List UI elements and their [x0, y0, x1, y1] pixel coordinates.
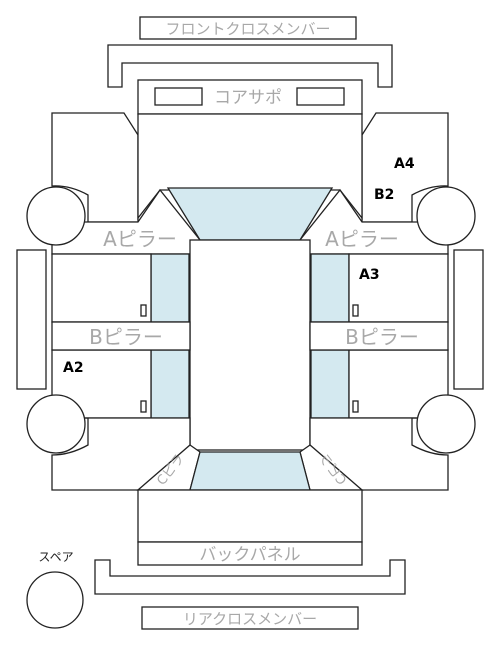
side-sill-right[interactable] — [453, 249, 484, 390]
core-support-label: コアサポ — [214, 88, 282, 108]
front-window-left[interactable] — [150, 253, 190, 323]
core-support-left-slot — [154, 87, 203, 106]
front-door-right[interactable] — [348, 253, 449, 323]
damage-code-a3: A3 — [359, 267, 380, 283]
front-bumper-bracket[interactable] — [107, 44, 393, 88]
b-pillar-right-label: Bピラー — [345, 325, 419, 349]
core-support[interactable]: コアサポ — [137, 79, 363, 115]
rear-window[interactable] — [189, 451, 311, 491]
a-pillar-right-label: Aピラー — [325, 227, 399, 251]
rear-window-left[interactable] — [150, 349, 190, 419]
damage-code-a4: A4 — [394, 156, 415, 172]
front-window-right[interactable] — [310, 253, 350, 323]
rear-bumper-bracket[interactable] — [94, 559, 406, 595]
wheel-front-left[interactable] — [26, 186, 86, 246]
damage-code-b2: B2 — [374, 187, 394, 203]
trunk[interactable] — [137, 489, 363, 543]
b-pillar-left[interactable]: Bピラー — [51, 321, 191, 351]
a-pillar-left-label: Aピラー — [103, 227, 177, 251]
roof[interactable] — [189, 239, 311, 451]
front-cross-member-label: フロントクロスメンバー — [165, 20, 330, 38]
spare-tire-label: スペア — [38, 550, 73, 564]
rear-cross-member[interactable]: リアクロスメンバー — [141, 606, 359, 630]
back-panel[interactable]: バックパネル — [137, 541, 363, 566]
wheel-rear-left[interactable] — [26, 394, 86, 454]
door-handle-icon — [352, 400, 359, 413]
wheel-front-right[interactable] — [416, 186, 476, 246]
rear-window-right[interactable] — [310, 349, 350, 419]
b-pillar-left-label: Bピラー — [89, 325, 163, 349]
back-panel-label: バックパネル — [199, 545, 300, 565]
rear-cross-member-label: リアクロスメンバー — [183, 610, 317, 628]
core-support-right-slot — [296, 87, 345, 106]
spare-tire[interactable]: スペア — [26, 550, 84, 629]
door-handle-icon — [140, 304, 147, 317]
door-handle-icon — [140, 400, 147, 413]
side-sill-left[interactable] — [16, 249, 47, 390]
front-door-left[interactable] — [51, 253, 152, 323]
b-pillar-right[interactable]: Bピラー — [309, 321, 449, 351]
front-cross-member[interactable]: フロントクロスメンバー — [139, 16, 357, 40]
damage-code-a2: A2 — [63, 360, 84, 376]
wheel-rear-right[interactable] — [416, 394, 476, 454]
door-handle-icon — [352, 304, 359, 317]
